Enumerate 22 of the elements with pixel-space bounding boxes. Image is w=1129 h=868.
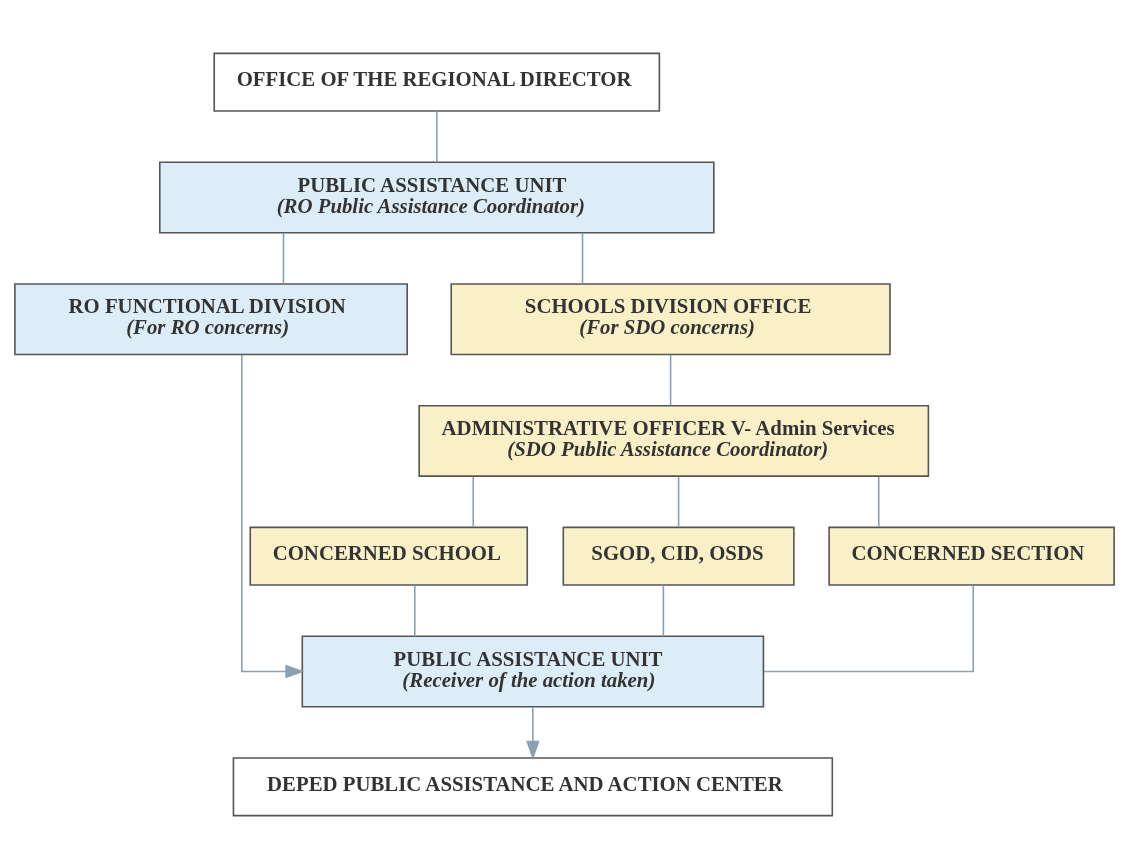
- node-box: CONCERNED SCHOOL: [249, 526, 529, 586]
- arrow: [526, 706, 540, 760]
- connector: [877, 475, 880, 528]
- connector: [413, 584, 416, 637]
- node-box: PUBLIC ASSISTANCE UNIT (RO Public Assistance Coordinator): [159, 161, 715, 234]
- node-box: DEPED PUBLIC ASSISTANCE AND ACTION CENTER: [232, 756, 834, 816]
- node-box: RO FUNCTIONAL DIVISION (For RO concerns): [14, 282, 408, 355]
- node-box: PUBLIC ASSISTANCE UNIT (Receiver of the action taken): [301, 634, 765, 707]
- node-box: OFFICE OF THE REGIONAL DIRECTOR: [213, 52, 661, 112]
- connector: [669, 353, 672, 406]
- node-box: ADMINISTRATIVE OFFICER V- Admin Services (SDO Public Assistance Coordinator): [418, 404, 930, 477]
- node-box: CONCERNED SECTION: [828, 526, 1115, 586]
- connector: [436, 110, 438, 163]
- connector: [282, 232, 285, 284]
- arrow: [241, 353, 305, 678]
- node-box: SGOD, CID, OSDS: [562, 526, 795, 586]
- connector: [677, 475, 680, 528]
- connector: [581, 232, 584, 284]
- connector: [763, 584, 974, 672]
- node-box: SCHOOLS DIVISION OFFICE (For SDO concerns): [450, 282, 891, 355]
- connector: [472, 475, 475, 528]
- connector: [662, 584, 665, 637]
